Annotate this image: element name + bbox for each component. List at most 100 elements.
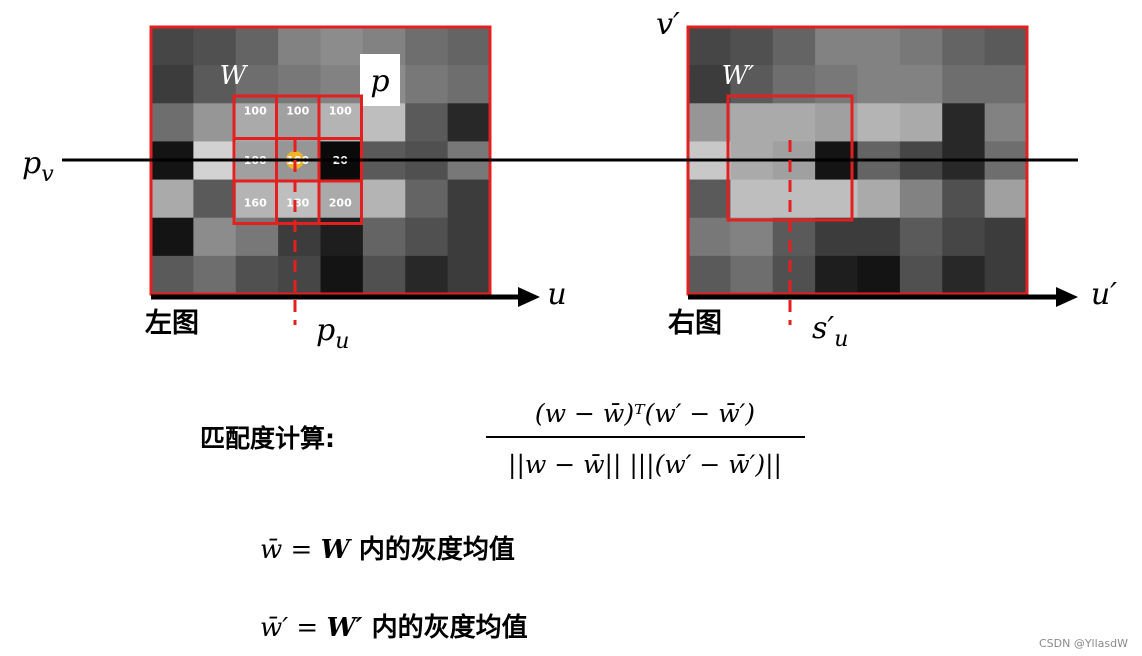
right-pixel: [688, 65, 731, 104]
left-pixel: [278, 103, 322, 142]
right-pixel: [772, 65, 816, 104]
left-pixel: [362, 103, 406, 142]
right-pixel: [730, 179, 774, 219]
left-pixel: [447, 27, 491, 66]
left-pixel: [362, 255, 406, 295]
right-pixel: [772, 27, 816, 66]
right-pixel: [772, 179, 816, 219]
right-pixel-grid: [688, 27, 1028, 295]
right-pixel: [772, 103, 816, 142]
left-pixel: [320, 255, 364, 295]
definition-w-prime-bar: w̄′ = W′ 内的灰度均值: [260, 612, 528, 643]
left-pixel: [405, 65, 449, 104]
left-pixel: [278, 65, 322, 104]
u-axis-label: u: [547, 277, 566, 312]
left-pixel: [278, 27, 322, 66]
left-pixel: [447, 217, 491, 257]
left-pixel: [447, 103, 491, 142]
right-pixel: [984, 217, 1028, 257]
right-pixel: [984, 65, 1028, 104]
watermark: CSDN @YllasdW: [1038, 637, 1128, 650]
right-pixel: [984, 255, 1028, 295]
right-pixel: [857, 27, 901, 66]
window-cell-value: 180: [286, 196, 309, 209]
left-pixel: [151, 103, 194, 142]
left-pixel: [151, 255, 194, 295]
right-image-caption: 右图: [668, 308, 722, 339]
right-pixel: [857, 103, 901, 142]
v-prime-axis-label: v′: [656, 7, 680, 42]
left-pixel: [405, 217, 449, 257]
left-pixel: [405, 27, 449, 66]
right-pixel: [899, 65, 943, 104]
window-cell: [317, 179, 363, 225]
right-pixel: [899, 27, 943, 66]
right-pixel: [815, 217, 859, 257]
right-pixel: [857, 65, 901, 104]
left-pixel: [447, 179, 491, 219]
right-pixel: [730, 27, 774, 66]
u-axis-right-arrowhead: [1056, 287, 1078, 307]
left-image-caption: 左图: [145, 308, 199, 339]
p-label: p: [370, 64, 389, 99]
left-pixel: [405, 103, 449, 142]
right-pixel: [688, 255, 731, 295]
right-pixel: [815, 27, 859, 66]
right-pixel: [984, 27, 1028, 66]
left-pixel: [320, 65, 364, 104]
u-prime-axis-label: u′: [1091, 277, 1117, 312]
right-pixel: [730, 103, 774, 142]
right-pixel: [730, 217, 774, 257]
right-pixel: [857, 255, 901, 295]
su-label: s′u: [812, 311, 848, 352]
right-image: W′ v′: [656, 7, 1029, 296]
right-pixel: [899, 255, 943, 295]
left-pixel: [151, 27, 194, 66]
right-pixel: [899, 217, 943, 257]
right-pixel: [857, 217, 901, 257]
left-pixel: [362, 179, 406, 219]
definition-w-bar: w̄ = W 内的灰度均值: [260, 534, 515, 565]
window-cell-value: 200: [329, 196, 352, 209]
left-pixel: [193, 217, 237, 257]
right-pixel: [772, 255, 816, 295]
right-pixel: [942, 65, 986, 104]
pu-label: pu: [316, 313, 349, 354]
window-cell-value: 100: [329, 104, 352, 117]
right-pixel: [730, 255, 774, 295]
left-pixel: [278, 179, 322, 219]
left-pixel: [362, 217, 406, 257]
left-pixel: [278, 255, 322, 295]
left-pixel: [193, 27, 237, 66]
left-pixel: [235, 103, 279, 142]
left-pixel: [320, 103, 364, 142]
right-pixel: [984, 179, 1028, 219]
left-pixel: [320, 179, 364, 219]
left-pixel: [193, 65, 237, 104]
left-window-cells: [232, 94, 363, 225]
pv-label: pv: [22, 146, 54, 187]
left-pixel: [235, 179, 279, 219]
left-pixel: [151, 179, 194, 219]
right-pixel: [984, 103, 1028, 142]
right-pixel: [688, 217, 731, 257]
left-pixel: [320, 27, 364, 66]
formula-label: 匹配度计算:: [200, 424, 335, 453]
w-window-label: W: [220, 61, 249, 91]
left-pixel: [193, 179, 237, 219]
right-pixel: [688, 103, 731, 142]
left-pixel: [193, 255, 237, 295]
left-pixel: [447, 255, 491, 295]
window-cell-value: 100: [244, 104, 267, 117]
left-pixel: [405, 255, 449, 295]
right-pixel: [942, 103, 986, 142]
left-pixel: [193, 103, 237, 142]
left-pixel: [405, 179, 449, 219]
right-pixel: [899, 103, 943, 142]
formula-numerator: (w − w̄)ᵀ(w′ − w̄′): [535, 399, 755, 428]
p-label-box: [360, 54, 400, 106]
right-pixel: [942, 255, 986, 295]
right-pixel: [857, 179, 901, 219]
right-pixel: [942, 179, 986, 219]
